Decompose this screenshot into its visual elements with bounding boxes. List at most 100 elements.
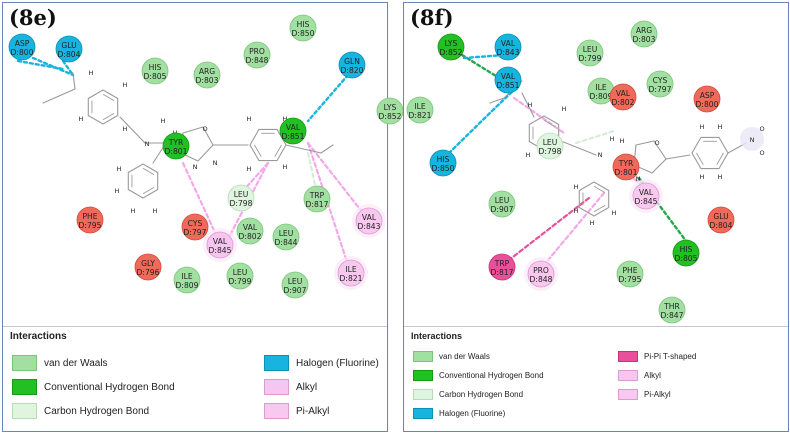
pi-pi-interaction-line bbox=[507, 196, 591, 262]
residue-circle bbox=[337, 259, 365, 287]
residue-name: GLN bbox=[344, 57, 360, 66]
residue-name: LEU bbox=[234, 190, 249, 199]
aromatic-double-bond bbox=[696, 152, 704, 165]
legend-item-pi-pi-t-shaped: Pi-Pi T-shaped bbox=[618, 351, 696, 362]
residue-circle bbox=[193, 61, 221, 89]
oxygen-atom-label: O bbox=[759, 125, 764, 133]
residue-id: D:907 bbox=[491, 205, 514, 214]
residue-name: VAL bbox=[362, 213, 377, 222]
halogen-interaction-line bbox=[61, 59, 75, 77]
residue-name: LYS bbox=[445, 39, 458, 48]
residue-id: D:802 bbox=[612, 98, 635, 107]
residue-name: TYR bbox=[618, 159, 634, 168]
legend-item-conventional-hydrogen-bond: Conventional Hydrogen Bond bbox=[413, 370, 544, 381]
legend-item-alkyl: Alkyl bbox=[618, 370, 661, 381]
bond-line bbox=[665, 154, 691, 160]
pi-alkyl-interaction-line bbox=[542, 191, 606, 267]
residue-name: GLY bbox=[141, 259, 155, 268]
legend-item-pi-alkyl: Pi-Alkyl bbox=[618, 389, 671, 400]
phenyl-ring-c bbox=[691, 136, 729, 170]
residue-id: D:845 bbox=[209, 246, 232, 255]
residue-name: LEU bbox=[543, 138, 558, 147]
hydrogen-atom-label: H bbox=[161, 117, 166, 125]
residue-id: D:804 bbox=[58, 50, 81, 59]
legend-item-carbon-hydrogen-bond: Carbon Hydrogen Bond bbox=[413, 389, 523, 400]
hydrogen-atom-label: H bbox=[526, 151, 531, 159]
residue-name: VAL bbox=[616, 89, 631, 98]
residue-id: D:821 bbox=[340, 274, 363, 283]
panel-label: (8e) bbox=[9, 5, 57, 30]
residue-id: D:802 bbox=[239, 232, 262, 241]
residue-name: CYS bbox=[653, 76, 668, 85]
bond-line bbox=[560, 140, 597, 156]
hydrogen-atom-label: H bbox=[153, 207, 158, 215]
residue-id: D:850 bbox=[292, 29, 315, 38]
bond-line bbox=[489, 97, 505, 104]
hydrogen-atom-label: H bbox=[247, 115, 252, 123]
hydrogen-atom-label: H bbox=[247, 165, 252, 173]
residue-id: D:847 bbox=[661, 311, 684, 320]
legend-swatch bbox=[264, 403, 289, 419]
nitrogen-atom-label: N bbox=[636, 175, 641, 183]
hydrogen-atom-label: H bbox=[574, 207, 579, 215]
residue-id: D:844 bbox=[275, 238, 298, 247]
residue-circle bbox=[658, 296, 686, 324]
residue-circle bbox=[576, 39, 604, 67]
legend-item-halogen-fluorine: Halogen (Fluorine) bbox=[264, 355, 379, 371]
residue-id: D:820 bbox=[341, 66, 364, 75]
legend-swatch bbox=[264, 355, 289, 371]
residue-name: PHE bbox=[622, 266, 637, 275]
carbon-hydrogen-line bbox=[307, 152, 317, 190]
residue-name: CYS bbox=[188, 219, 203, 228]
residue-name: VAL bbox=[286, 123, 301, 132]
residue-name: THR bbox=[663, 302, 680, 311]
legend-swatch bbox=[264, 379, 289, 395]
residue-id: D:848 bbox=[530, 275, 553, 284]
aromatic-double-bond bbox=[274, 144, 282, 157]
pi-alkyl-interaction-line bbox=[306, 141, 365, 215]
legend-item-pi-alkyl: Pi-Alkyl bbox=[264, 403, 329, 419]
residue-name: ILE bbox=[595, 83, 606, 92]
oxygen-atom-label: O bbox=[654, 139, 659, 147]
residue-name: PRO bbox=[533, 266, 549, 275]
residue-name: ILE bbox=[345, 265, 356, 274]
legend-8f: Interactions van der Waals Conventional … bbox=[404, 326, 788, 431]
residue-id: D:800 bbox=[696, 100, 719, 109]
residue-circle bbox=[134, 253, 162, 281]
phenyl-ring-c bbox=[249, 128, 287, 162]
residue-id: D:805 bbox=[144, 72, 167, 81]
legend-item-van-der-waals: van der Waals bbox=[413, 351, 490, 362]
residue-circle bbox=[429, 149, 457, 177]
nitrogen-atom-label: N bbox=[193, 163, 198, 171]
aromatic-double-bond bbox=[142, 186, 155, 195]
legend-8e: Interactions van der Waals Conventional … bbox=[3, 326, 387, 431]
halogen-interaction-line bbox=[462, 53, 506, 60]
residue-id: D:848 bbox=[246, 56, 269, 65]
hydrogen-atom-label: H bbox=[700, 173, 705, 181]
hydrogen-atom-label: H bbox=[117, 165, 122, 173]
bond-line bbox=[285, 144, 322, 154]
halogen-interaction-line bbox=[16, 59, 65, 71]
residue-id: D:803 bbox=[633, 35, 656, 44]
hydrogen-atom-label: H bbox=[115, 187, 120, 195]
residue-id: D:795 bbox=[79, 221, 102, 230]
residue-id: D:809 bbox=[590, 92, 613, 101]
residue-name: LYS bbox=[384, 103, 397, 112]
residue-id: D:852 bbox=[440, 48, 463, 57]
hydrogen-atom-label: H bbox=[123, 81, 128, 89]
hydrogen-atom-label: H bbox=[590, 219, 595, 227]
